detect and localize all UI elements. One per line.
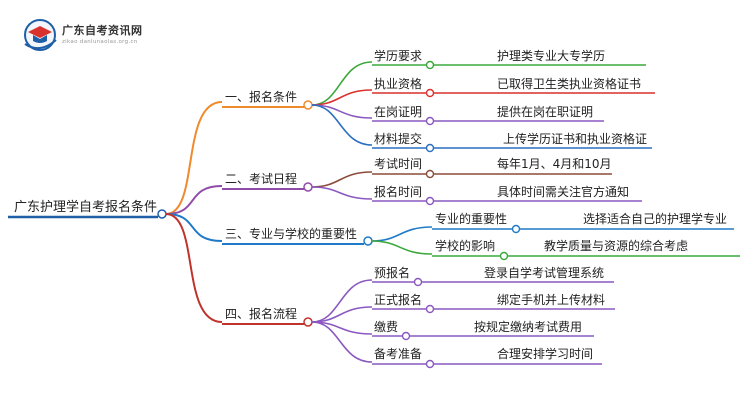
- b1-c3-detail: 提供在岗在职证明: [497, 104, 593, 119]
- b2-c1-detail: 每年1月、4月和10月: [497, 156, 612, 171]
- link-b3-c1: [371, 226, 433, 242]
- branch-4-label: 四、报名流程: [225, 306, 297, 321]
- b4-c1-label: 预报名: [374, 265, 410, 280]
- b4-c1-detail: 登录自学考试管理系统: [484, 265, 604, 280]
- b2-c2-detail: 具体时间需关注官方通知: [497, 184, 629, 199]
- root-node: 广东护理学自考报名条件: [8, 199, 167, 219]
- b1-c2-detail: 已取得卫生类执业资格证书: [497, 76, 641, 91]
- graduation-cap-logo-icon: [24, 19, 57, 51]
- link-b4-c4: [311, 321, 373, 363]
- b4-c3-detail: 按规定缴纳考试费用: [474, 319, 582, 334]
- branch-3-label: 三、专业与学校的重要性: [225, 226, 357, 241]
- b1-c4-dot: [425, 143, 435, 153]
- link-b1-c4: [311, 104, 373, 146]
- b2-c1-label: 考试时间: [374, 156, 422, 171]
- root-connector-dot: [157, 209, 167, 219]
- b2-c2-label: 报名时间: [374, 184, 422, 199]
- branch-1-dot: [303, 100, 313, 110]
- logo-subtitle: zikao danlunaolas.org.cn: [62, 39, 138, 45]
- link-root-branch2: [165, 185, 223, 215]
- b4-c2-label: 正式报名: [374, 292, 422, 307]
- link-root-branch1: [165, 101, 223, 215]
- logo-title: 广东自考资讯网: [62, 24, 143, 37]
- b4-c4-label: 备考准备: [374, 347, 422, 361]
- b3-c2-label: 学校的影响: [435, 238, 495, 253]
- b3-c1-detail: 选择适合自己的护理学专业: [583, 211, 727, 226]
- link-b3-c2: [371, 240, 433, 255]
- b4-c2-detail: 绑定手机并上传材料: [497, 292, 605, 307]
- branch-1: 一、报名条件 学历要求 护理类专业大专学历 执业资格 已取得卫生类执业资格证书 …: [222, 48, 655, 153]
- b4-c1-dot: [413, 277, 423, 287]
- b4-c3-dot: [401, 331, 411, 341]
- branch-2: 二、考试日程 考试时间 每年1月、4月和10月 报名时间 具体时间需关注官方通知: [222, 156, 642, 206]
- branch-4: 四、报名流程 预报名 登录自学考试管理系统 正式报名 绑定手机并上传材料 缴费 …: [222, 265, 615, 369]
- branch-1-label: 一、报名条件: [225, 89, 297, 104]
- b2-c1-dot: [425, 169, 435, 179]
- branch-3-dot: [363, 236, 373, 246]
- b3-c1-dot: [511, 224, 521, 234]
- branch-3: 三、专业与学校的重要性 专业的重要性 选择适合自己的护理学专业 学校的影响 教学…: [222, 211, 740, 261]
- b4-c4-detail: 合理安排学习时间: [497, 346, 593, 361]
- b2-c2-dot: [425, 196, 435, 206]
- b1-c2-label: 执业资格: [374, 76, 422, 91]
- b1-c1-dot: [425, 60, 435, 70]
- b1-c3-dot: [425, 116, 435, 126]
- branch-4-dot: [303, 317, 313, 327]
- b3-c2-dot: [499, 251, 509, 261]
- link-root-branch3: [165, 213, 223, 242]
- b1-c3-label: 在岗证明: [374, 105, 422, 119]
- b1-c1-detail: 护理类专业大专学历: [497, 48, 605, 63]
- branch-2-label: 二、考试日程: [225, 171, 297, 186]
- b3-c2-detail: 教学质量与资源的综合考虑: [544, 238, 688, 253]
- b3-c1-label: 专业的重要性: [435, 211, 507, 226]
- link-b4-c1: [311, 279, 373, 323]
- link-b1-c1: [311, 61, 373, 106]
- root-label: 广东护理学自考报名条件: [14, 199, 157, 215]
- b4-c2-dot: [425, 304, 435, 314]
- link-b2-c1: [311, 171, 373, 188]
- branch-2-dot: [303, 182, 313, 192]
- b1-c2-dot: [425, 88, 435, 98]
- link-b2-c2: [311, 186, 373, 200]
- b1-c4-label: 材料提交: [374, 131, 422, 146]
- b1-c1-label: 学历要求: [374, 48, 422, 63]
- b4-c4-dot: [425, 359, 435, 369]
- b4-c3-label: 缴费: [374, 319, 398, 334]
- link-root-branch4: [165, 213, 223, 323]
- b1-c4-detail: 上传学历证书和执业资格证: [503, 131, 647, 146]
